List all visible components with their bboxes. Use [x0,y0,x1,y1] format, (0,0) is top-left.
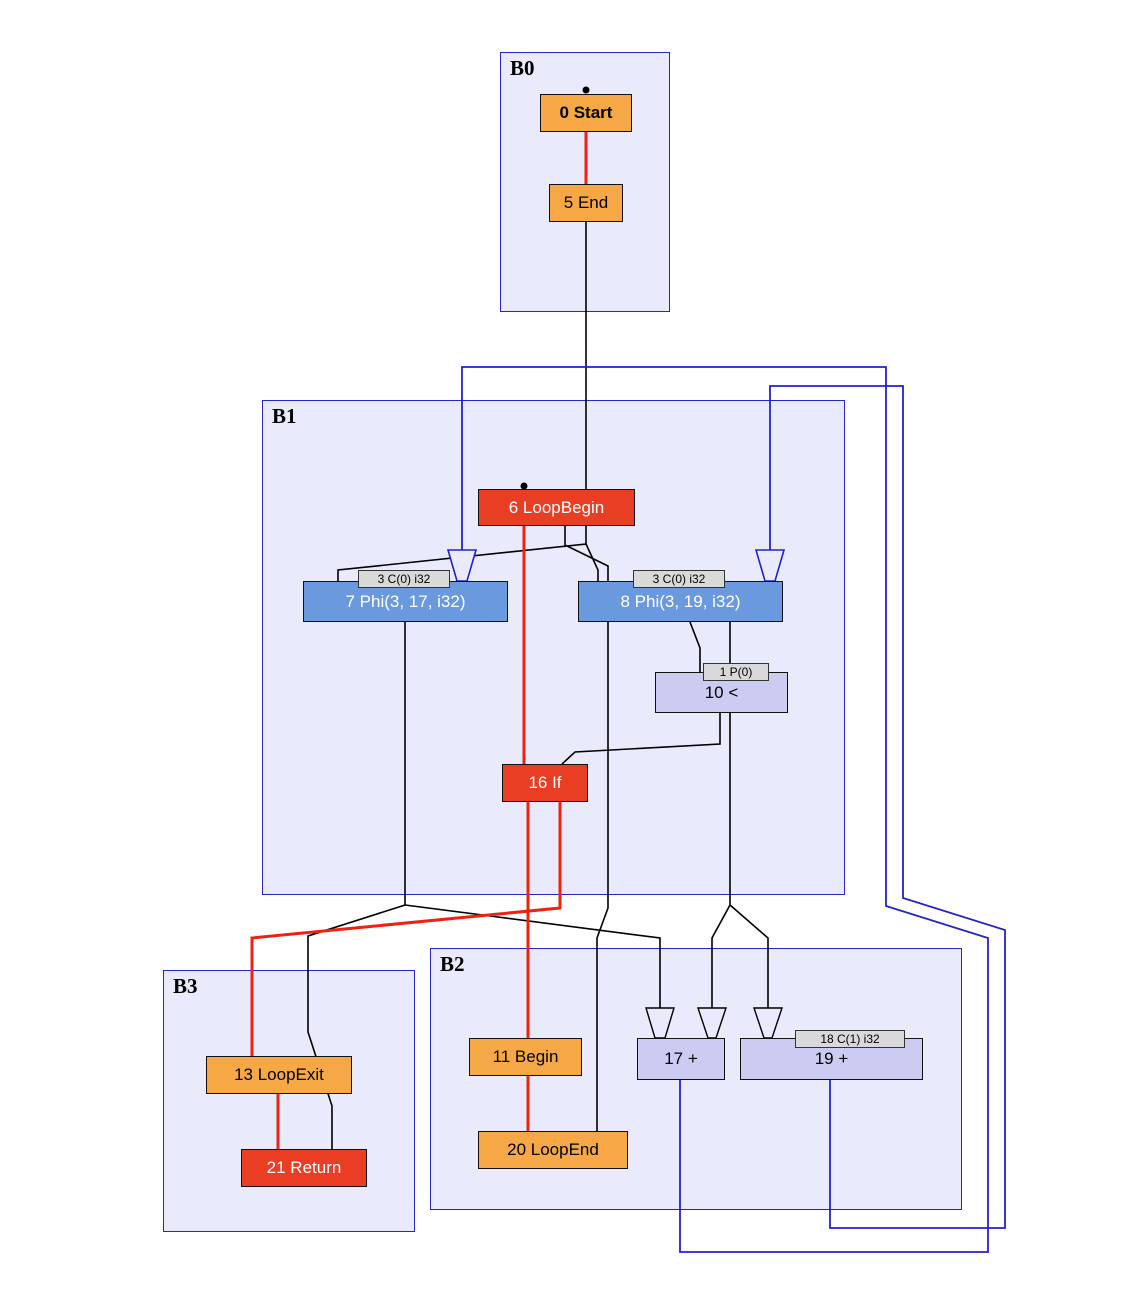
node-start[interactable]: 0 Start [540,94,632,132]
block-b1: B1 [262,400,845,895]
block-b1-label: B1 [272,404,297,428]
block-b3-label: B3 [173,974,198,998]
node-return21[interactable]: 21 Return [241,1149,367,1187]
node-begin11[interactable]: 11 Begin [469,1038,582,1076]
block-b0-label: B0 [510,56,535,80]
node-loopend20[interactable]: 20 LoopEnd [478,1131,628,1169]
block-b0: B0 [500,52,670,312]
node-if16[interactable]: 16 If [502,764,588,802]
block-b3: B3 [163,970,415,1232]
node-add17[interactable]: 17 + [637,1038,725,1080]
node-loopbegin[interactable]: 6 LoopBegin [478,489,635,526]
node-end[interactable]: 5 End [549,184,623,222]
inline-input-less10-parameter[interactable]: 1 P(0) [703,663,769,681]
inline-input-add19-constant[interactable]: 18 C(1) i32 [795,1030,905,1048]
block-b2-label: B2 [440,952,465,976]
inline-input-phi7-constant[interactable]: 3 C(0) i32 [358,570,450,588]
node-loopexit13[interactable]: 13 LoopExit [206,1056,352,1094]
inline-input-phi8-constant[interactable]: 3 C(0) i32 [633,570,725,588]
